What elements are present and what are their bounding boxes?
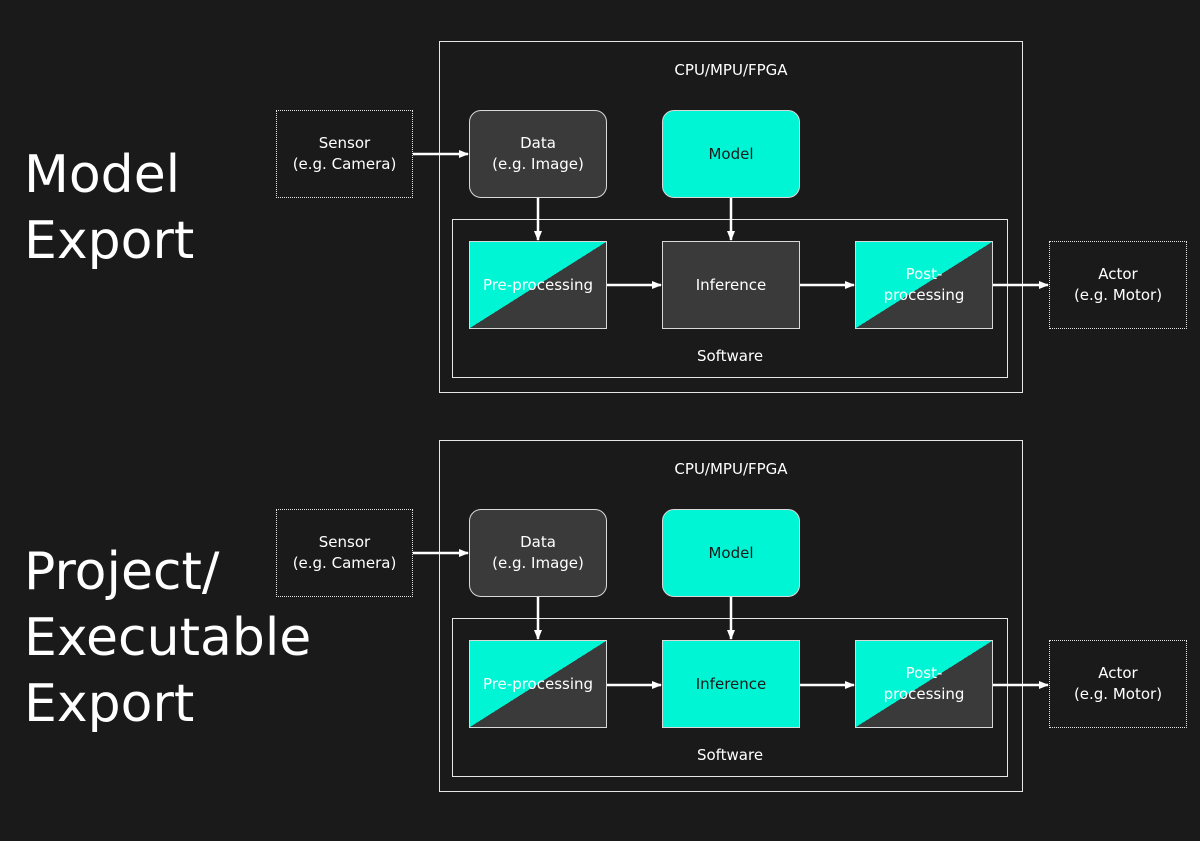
postprocessing-label-line1: Post- [905,265,943,283]
postprocessing-label-line2: processing [883,286,965,304]
postprocessing-label-line1: Post- [905,664,943,682]
actor-label: Actor [1098,265,1138,283]
hardware-frame [439,41,1023,393]
inference-label: Inference [695,275,767,294]
sensor-node: Sensor (e.g. Camera) [276,110,413,198]
actor-label: Actor [1098,664,1138,682]
postprocessing-node: Post- processing [855,241,993,329]
sensor-label: Sensor [318,533,371,551]
section-title: Model Export [24,142,194,274]
postprocessing-label-line2: processing [883,685,965,703]
section-title-line: Export [24,674,195,734]
sensor-example: (e.g. Camera) [292,155,397,173]
section-project-export: Project/ Executable Export CPU/MPU/FPGA … [0,399,1200,799]
preprocessing-node: Pre-processing [469,241,607,329]
section-title-line: Executable [24,608,312,668]
inference-label: Inference [695,674,767,693]
hardware-label: CPU/MPU/FPGA [674,460,788,478]
data-node: Data (e.g. Image) [469,110,607,198]
sensor-node: Sensor (e.g. Camera) [276,509,413,597]
inference-node: Inference [662,640,800,728]
preprocessing-node: Pre-processing [469,640,607,728]
preprocessing-label: Pre-processing [482,674,594,693]
preprocessing-label: Pre-processing [482,275,594,294]
data-example: (e.g. Image) [492,155,584,173]
model-node: Model [662,509,800,597]
data-node: Data (e.g. Image) [469,509,607,597]
software-label: Software [696,746,764,764]
model-label: Model [708,543,754,562]
hardware-frame [439,440,1023,792]
data-label: Data [520,134,556,152]
hardware-label: CPU/MPU/FPGA [674,61,788,79]
data-label: Data [520,533,556,551]
section-title-line: Project/ [24,542,220,602]
actor-node: Actor (e.g. Motor) [1049,640,1187,728]
section-title-line: Model [24,145,181,205]
actor-example: (e.g. Motor) [1073,685,1163,703]
section-model-export: Model Export CPU/MPU/FPGA Software Senso… [0,0,1200,400]
actor-example: (e.g. Motor) [1073,286,1163,304]
model-node: Model [662,110,800,198]
inference-node: Inference [662,241,800,329]
model-label: Model [708,144,754,163]
sensor-example: (e.g. Camera) [292,554,397,572]
sensor-label: Sensor [318,134,371,152]
section-title-line: Export [24,211,195,271]
actor-node: Actor (e.g. Motor) [1049,241,1187,329]
software-label: Software [696,347,764,365]
postprocessing-node: Post- processing [855,640,993,728]
section-title: Project/ Executable Export [24,539,311,737]
data-example: (e.g. Image) [492,554,584,572]
